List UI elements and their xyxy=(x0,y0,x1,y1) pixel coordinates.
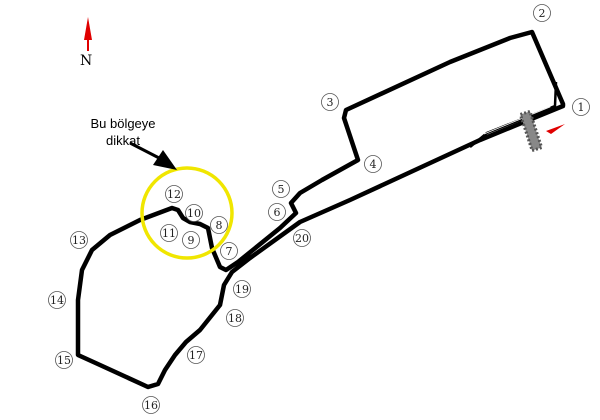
corner-4: 4 xyxy=(364,155,382,173)
corner-ring xyxy=(364,155,382,173)
corner-3: 3 xyxy=(321,93,339,111)
corner-number: 7 xyxy=(226,245,233,258)
corner-19: 19 xyxy=(233,280,251,298)
corner-number: 8 xyxy=(216,219,223,232)
corner-number: 18 xyxy=(228,312,242,325)
pit-lane-inner xyxy=(483,83,552,135)
corner-number: 16 xyxy=(144,399,158,412)
corner-16: 16 xyxy=(142,396,160,414)
corner-number: 5 xyxy=(278,183,285,196)
corner-5: 5 xyxy=(272,180,290,198)
corner-ring xyxy=(142,396,160,414)
corner-ring xyxy=(293,229,311,247)
annotation-line-1: Bu bölgeye xyxy=(90,116,156,131)
corner-number: 12 xyxy=(167,188,181,201)
corner-13: 13 xyxy=(70,231,88,249)
corner-number: 13 xyxy=(72,234,86,247)
corner-ring xyxy=(185,204,203,222)
corner-8: 8 xyxy=(210,216,228,234)
corner-ring xyxy=(233,280,251,298)
annotation-arrow-icon xyxy=(129,141,177,170)
corner-ring xyxy=(48,291,66,309)
start-finish-line xyxy=(518,109,544,153)
corner-11: 11 xyxy=(160,224,178,242)
corner-ring xyxy=(321,93,339,111)
corner-number: 3 xyxy=(327,96,334,109)
corner-ring xyxy=(182,231,200,249)
corner-18: 18 xyxy=(226,309,244,327)
corner-ring xyxy=(187,346,205,364)
corner-10: 10 xyxy=(185,204,203,222)
corner-ring xyxy=(165,185,183,203)
corner-number: 14 xyxy=(50,294,64,307)
highlight-circle xyxy=(140,166,234,260)
corner-number: 10 xyxy=(187,207,201,220)
corner-17: 17 xyxy=(187,346,205,364)
corner-number: 9 xyxy=(188,234,195,247)
corner-ring xyxy=(55,351,73,369)
corner-14: 14 xyxy=(48,291,66,309)
corner-number: 11 xyxy=(162,227,176,240)
annotation-note: Bu bölgeye dikkat xyxy=(68,115,178,149)
corner-ring xyxy=(160,224,178,242)
corner-number: 4 xyxy=(370,158,377,171)
corner-number: 17 xyxy=(189,349,203,362)
corner-number: 1 xyxy=(578,101,585,114)
corner-1: 1 xyxy=(572,98,590,116)
direction-arrow-icon xyxy=(546,124,565,134)
circuit-track xyxy=(75,29,566,390)
corner-ring xyxy=(226,309,244,327)
corner-ring xyxy=(533,4,551,22)
corner-15: 15 xyxy=(55,351,73,369)
corner-ring xyxy=(70,231,88,249)
corner-number: 19 xyxy=(235,283,249,296)
corner-ring xyxy=(268,203,286,221)
corner-ring xyxy=(210,216,228,234)
corner-6: 6 xyxy=(268,203,286,221)
corner-number: 20 xyxy=(295,232,309,245)
corner-ring xyxy=(272,180,290,198)
north-arrow-icon xyxy=(84,17,92,51)
corner-number: 15 xyxy=(57,354,71,367)
annotation-line-2: dikkat xyxy=(106,133,140,148)
corner-7: 7 xyxy=(220,242,238,260)
corner-ring xyxy=(572,98,590,116)
corner-9: 9 xyxy=(182,231,200,249)
corner-number: 2 xyxy=(539,7,546,20)
corner-number: 6 xyxy=(274,206,281,219)
north-label: N xyxy=(80,53,93,69)
corner-ring xyxy=(220,242,238,260)
corner-2: 2 xyxy=(533,4,551,22)
corner-20: 20 xyxy=(293,229,311,247)
corner-12: 12 xyxy=(165,185,183,203)
